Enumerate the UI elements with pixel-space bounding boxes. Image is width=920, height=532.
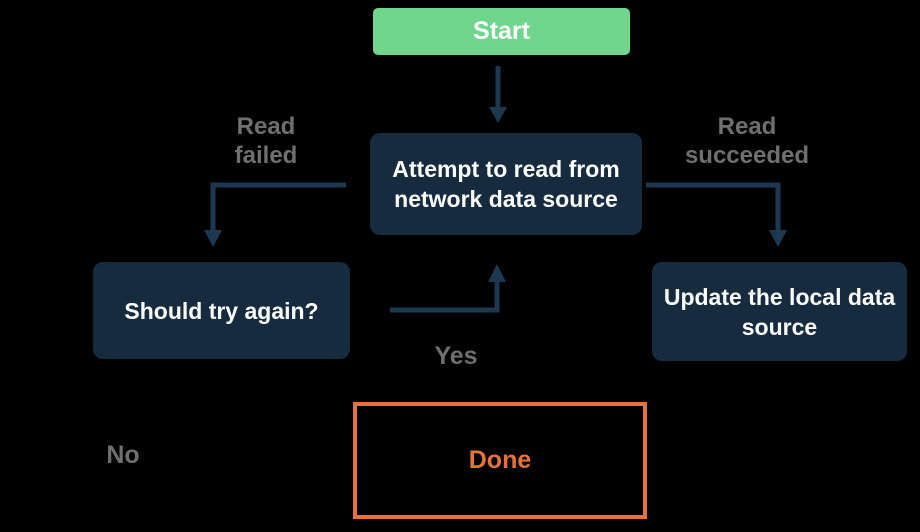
node-should-try-again: Should try again? bbox=[93, 262, 350, 359]
node-update-local-data: Update the local data source bbox=[652, 262, 907, 361]
edge-label-read-failed: Read failed bbox=[234, 113, 298, 169]
node-should-try-again-label: Should try again? bbox=[124, 297, 319, 324]
arrow-read-failed-head bbox=[204, 230, 222, 247]
node-start: Start bbox=[373, 8, 630, 55]
arrow-yes-loop-head bbox=[488, 264, 506, 282]
node-update-local-data-label: Update the local data source bbox=[663, 283, 896, 340]
arrow-start-to-attempt bbox=[489, 66, 507, 123]
arrow-start-to-attempt-head bbox=[489, 107, 507, 123]
edge-label-read-succeeded: Read succeeded bbox=[684, 113, 810, 169]
arrow-read-succeeded-line bbox=[646, 182, 781, 232]
node-start-label: Start bbox=[473, 17, 530, 45]
node-done-label: Done bbox=[468, 446, 532, 474]
edge-label-yes: Yes bbox=[434, 342, 478, 370]
arrow-read-failed-line bbox=[210, 182, 346, 232]
arrow-yes-loop-line bbox=[390, 280, 500, 313]
node-attempt-read-label: Attempt to read from network data source bbox=[392, 156, 620, 212]
arrow-read-succeeded bbox=[646, 182, 787, 247]
edge-label-no: No bbox=[106, 441, 140, 469]
node-attempt-read: Attempt to read from network data source bbox=[370, 133, 642, 235]
arrow-yes-loop bbox=[390, 264, 506, 313]
arrow-read-succeeded-head bbox=[769, 230, 787, 247]
arrow-read-failed bbox=[204, 182, 346, 247]
node-done: Done bbox=[353, 402, 647, 519]
